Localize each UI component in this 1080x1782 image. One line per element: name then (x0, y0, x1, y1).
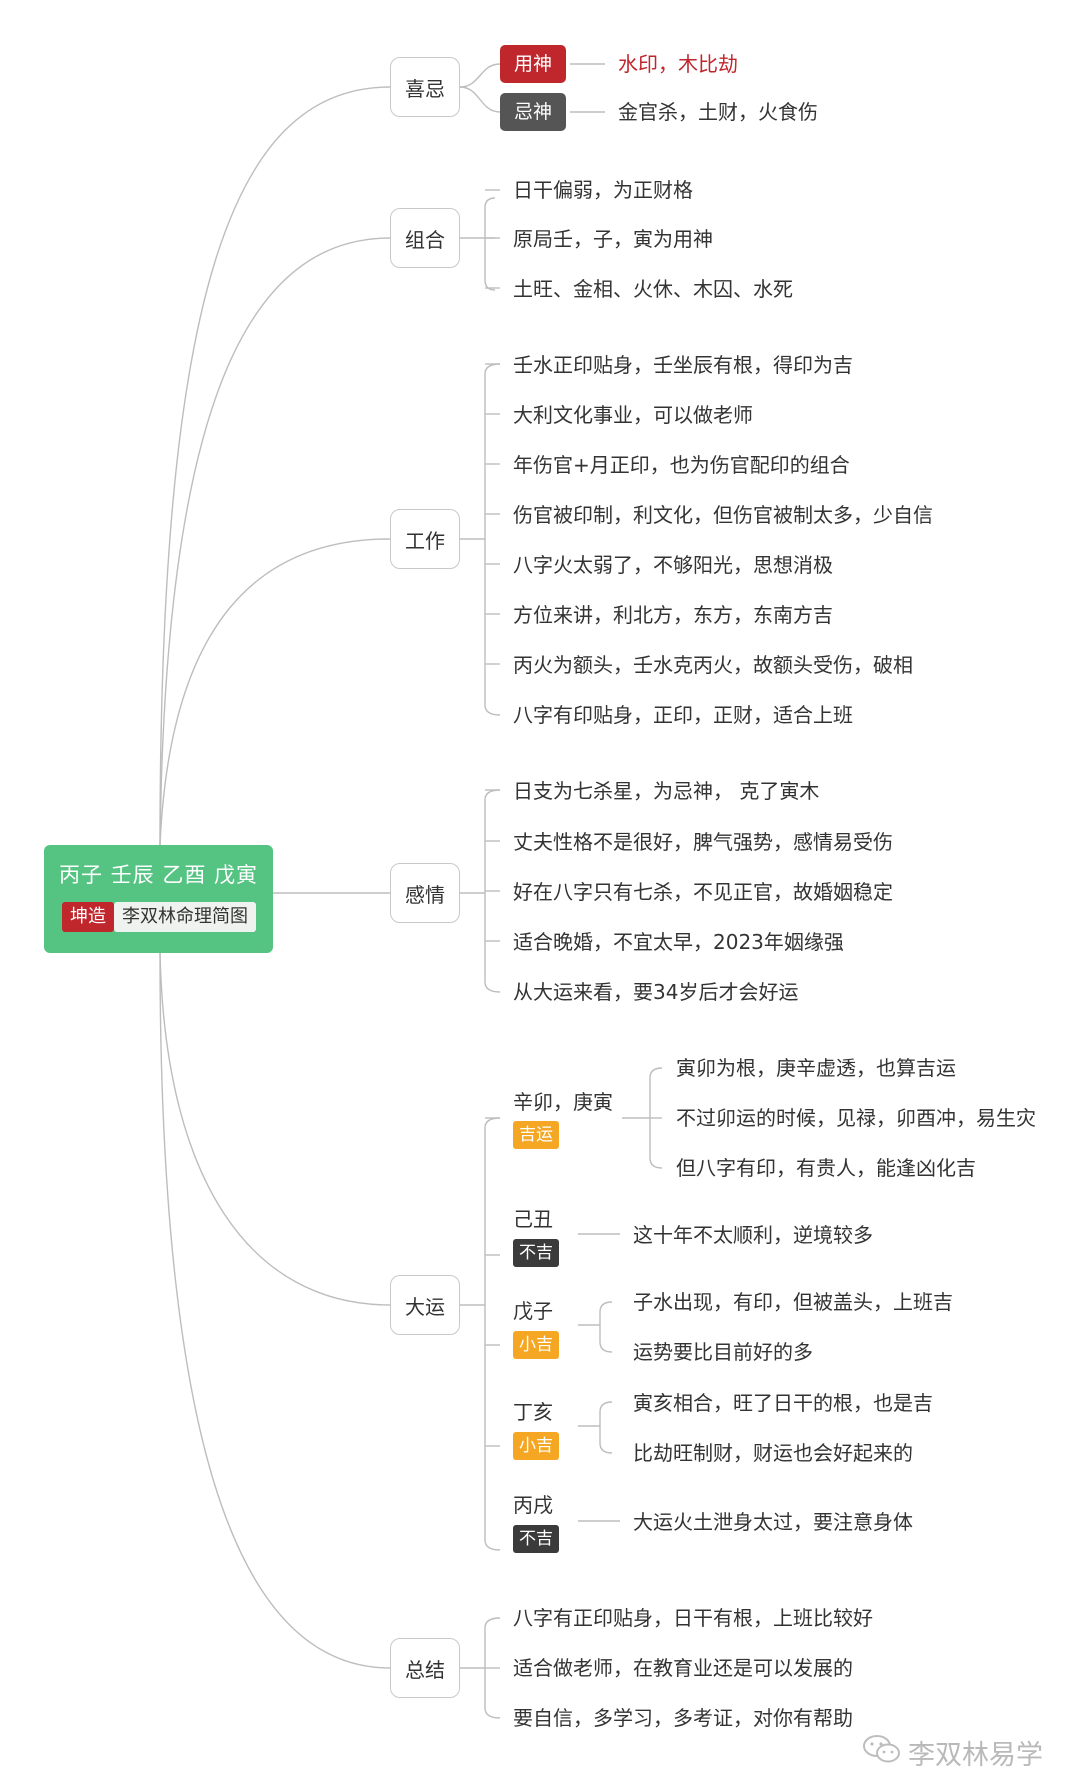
dayun-item: 这十年不太顺利，逆境较多 (633, 1223, 873, 1247)
category-gongzuo[interactable]: 工作 (390, 509, 460, 569)
root-title: 丙子 壬辰 乙酉 戊寅 (58, 863, 259, 887)
dayun-name: 己丑 (513, 1207, 553, 1231)
dayun-name: 丙戌 (513, 1493, 553, 1517)
connector-root-zongjie (159, 952, 391, 1669)
yongshen-tag[interactable]: 用神 (500, 45, 567, 83)
ganqing-item: 好在八字只有七杀，不见正官，故婚姻稳定 (513, 880, 893, 904)
root-node[interactable]: 丙子 壬辰 乙酉 戊寅 坤造 李双林命理简图 (44, 845, 273, 953)
dayun-item: 子水出现，有印，但被盖头，上班吉 (633, 1290, 953, 1314)
gongzuo-item: 方位来讲，利北方，东方，东南方吉 (513, 603, 833, 627)
gongzuo-item: 壬水正印贴身，壬坐辰有根，得印为吉 (513, 353, 853, 377)
dayun-item: 比劫旺制财，财运也会好起来的 (633, 1441, 913, 1465)
zuhe-item: 日干偏弱，为正财格 (513, 178, 693, 202)
connector-root-zuhe (159, 237, 391, 846)
root-subtitle: 李双林命理简图 (114, 902, 256, 932)
watermark-text: 李双林易学 (908, 1740, 1043, 1771)
dayun-name: 丁亥 (513, 1400, 553, 1424)
gongzuo-item: 大利文化事业，可以做老师 (513, 403, 753, 427)
dayun-badge: 小吉 (513, 1331, 559, 1359)
ganqing-item: 从大运来看，要34岁后才会好运 (513, 980, 799, 1004)
category-xiji[interactable]: 喜忌 (390, 57, 460, 117)
category-zuhe[interactable]: 组合 (390, 208, 460, 268)
dayun-name: 戊子 (513, 1299, 553, 1323)
gongzuo-item: 年伤官+月正印，也为伤官配印的组合 (513, 453, 850, 477)
jishen-text: 金官杀，土财，火食伤 (618, 100, 818, 124)
dayun-item: 运势要比目前好的多 (633, 1340, 813, 1364)
zuhe-item: 原局壬，子，寅为用神 (513, 227, 713, 251)
ganqing-item: 丈夫性格不是很好，脾气强势，感情易受伤 (513, 830, 893, 854)
category-dayun[interactable]: 大运 (390, 1275, 460, 1335)
gongzuo-item: 丙火为额头，壬水克丙火，故额头受伤，破相 (513, 653, 913, 677)
connector-root-gongzuo (159, 538, 391, 846)
dayun-item: 寅卯为根，庚辛虚透，也算吉运 (676, 1056, 956, 1080)
zuhe-item: 土旺、金相、火休、木囚、水死 (513, 277, 793, 301)
dayun-item: 不过卯运的时候，见禄，卯酉冲，易生灾 (676, 1106, 1036, 1130)
dayun-badge: 吉运 (513, 1121, 559, 1149)
dayun-item: 但八字有印，有贵人，能逢凶化吉 (676, 1156, 976, 1180)
gongzuo-item: 伤官被印制，利文化，但伤官被制太多，少自信 (513, 503, 933, 527)
connector-root-xiji (159, 86, 391, 846)
zongjie-item: 要自信，多学习，多考证，对你有帮助 (513, 1706, 853, 1730)
gongzuo-item: 八字有印贴身，正印，正财，适合上班 (513, 703, 853, 727)
dayun-badge: 不吉 (513, 1525, 559, 1553)
yongshen-text: 水印，木比劫 (618, 52, 738, 76)
connector-root-dayun (159, 952, 391, 1306)
zongjie-item: 八字有正印贴身，日干有根，上班比较好 (513, 1606, 873, 1630)
root-badge: 坤造 (62, 902, 114, 932)
ganqing-item: 适合晚婚，不宜太早，2023年姻缘强 (513, 930, 844, 954)
wechat-icon (862, 1733, 902, 1772)
dayun-name: 辛卯，庚寅 (513, 1090, 613, 1114)
dayun-badge: 不吉 (513, 1239, 559, 1267)
watermark: 李双林易学 (862, 1733, 1043, 1772)
ganqing-item: 日支为七杀星，为忌神， 克了寅木 (513, 779, 820, 803)
category-ganqing[interactable]: 感情 (390, 863, 460, 923)
dayun-badge: 小吉 (513, 1432, 559, 1460)
zongjie-item: 适合做老师，在教育业还是可以发展的 (513, 1656, 853, 1680)
dayun-item: 寅亥相合，旺了日干的根，也是吉 (633, 1391, 933, 1415)
jishen-tag[interactable]: 忌神 (500, 93, 567, 131)
gongzuo-item: 八字火太弱了，不够阳光，思想消极 (513, 553, 833, 577)
dayun-item: 大运火土泄身太过，要注意身体 (633, 1510, 913, 1534)
category-zongjie[interactable]: 总结 (390, 1638, 460, 1698)
